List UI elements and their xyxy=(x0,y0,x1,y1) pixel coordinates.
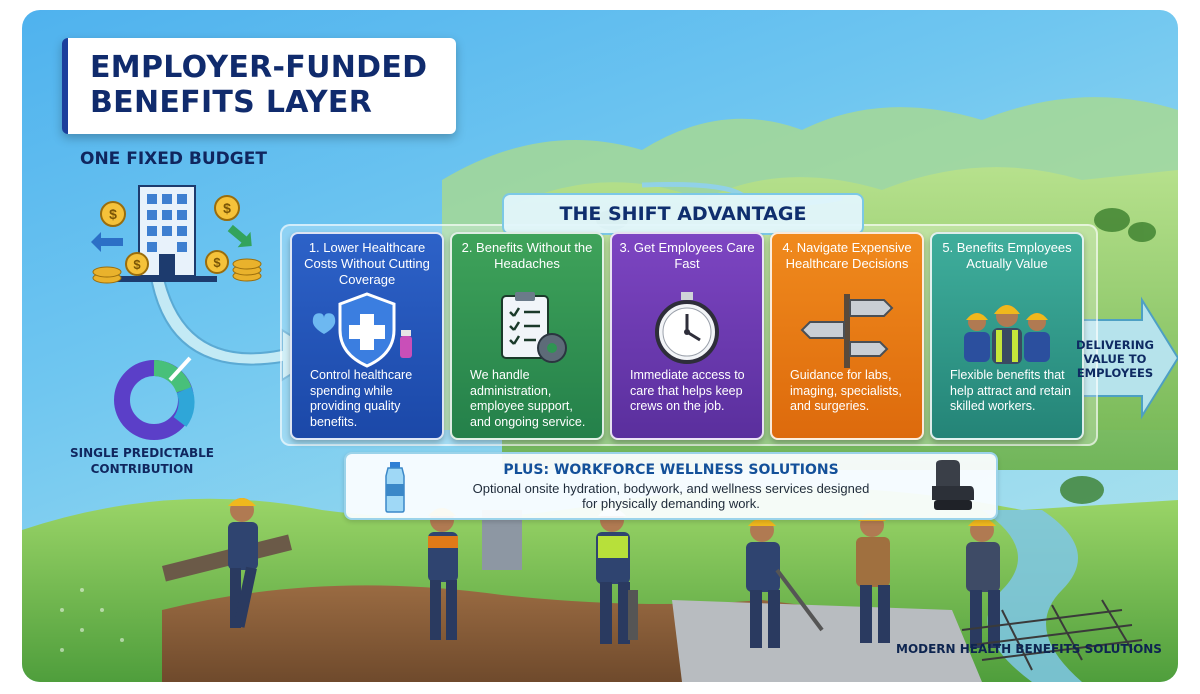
benefit-card-title: 3. Get Employees Care Fast xyxy=(619,240,755,271)
shift-advantage-title: THE SHIFT ADVANTAGE xyxy=(559,203,807,225)
shift-advantage-banner: THE SHIFT ADVANTAGE xyxy=(502,193,864,235)
signpost-icon xyxy=(800,294,894,368)
benefit-card-body: Immediate access to care that helps keep… xyxy=(630,368,745,413)
benefit-card-1: 1. Lower Healthcare Costs Without Cuttin… xyxy=(290,232,444,440)
flow-arrow-left xyxy=(148,268,324,382)
page-title: EMPLOYER-FUNDED BENEFITS LAYER xyxy=(90,50,428,120)
delivering-value-label: DELIVERING VALUE TO EMPLOYEES xyxy=(1076,338,1154,380)
contribution-donut-icon xyxy=(114,356,195,440)
svg-text:$: $ xyxy=(223,200,231,216)
benefit-card-title: 5. Benefits Employees Actually Value xyxy=(942,240,1072,271)
benefit-card-2: 2. Benefits Without the Headaches We han… xyxy=(450,232,604,440)
clipboard-gear-icon xyxy=(501,292,567,363)
benefit-card-3: 3. Get Employees Care Fast Immediate acc… xyxy=(610,232,764,440)
svg-text:$: $ xyxy=(213,255,221,270)
building-coins-icon: $ $ $ $ xyxy=(91,185,262,284)
benefit-card-title: 1. Lower Healthcare Costs Without Cuttin… xyxy=(304,240,430,287)
benefit-card-title: 4. Navigate Expensive Healthcare Decisio… xyxy=(782,240,912,271)
title-card: EMPLOYER-FUNDED BENEFITS LAYER xyxy=(62,38,456,134)
benefit-card-5: 5. Benefits Employees Actually Value Fle… xyxy=(930,232,1084,440)
contribution-label: SINGLE PREDICTABLE CONTRIBUTION xyxy=(69,446,215,476)
benefit-card-body: Guidance for labs, imaging, specialists,… xyxy=(790,368,902,413)
footer-tagline: MODERN HEALTH BENEFITS SOLUTIONS xyxy=(896,642,1162,656)
benefit-card-body: Control healthcare spending while provid… xyxy=(310,368,413,429)
svg-text:$: $ xyxy=(133,257,141,272)
svg-text:$: $ xyxy=(109,206,117,222)
benefit-card-body: Flexible benefits that help attract and … xyxy=(950,368,1071,413)
benefit-card-4: 4. Navigate Expensive Healthcare Decisio… xyxy=(770,232,924,440)
infographic-frame: EMPLOYER-FUNDED BENEFITS LAYER ONE FIXED… xyxy=(22,10,1178,682)
budget-heading: ONE FIXED BUDGET xyxy=(80,149,267,169)
water-bottle-icon xyxy=(385,462,405,513)
shield-medical-icon xyxy=(312,292,412,368)
massage-chair-icon xyxy=(932,460,974,510)
wellness-panel: PLUS: WORKFORCE WELLNESS SOLUTIONS Optio… xyxy=(344,452,998,520)
benefit-card-title: 2. Benefits Without the Headaches xyxy=(461,240,593,271)
wellness-title: PLUS: WORKFORCE WELLNESS SOLUTIONS xyxy=(503,462,839,478)
stopwatch-icon xyxy=(655,292,719,364)
benefit-card-body: We handle administration, employee suppo… xyxy=(470,368,586,429)
workers-icon xyxy=(964,305,1050,364)
wellness-description: Optional onsite hydration, bodywork, and… xyxy=(472,481,870,511)
